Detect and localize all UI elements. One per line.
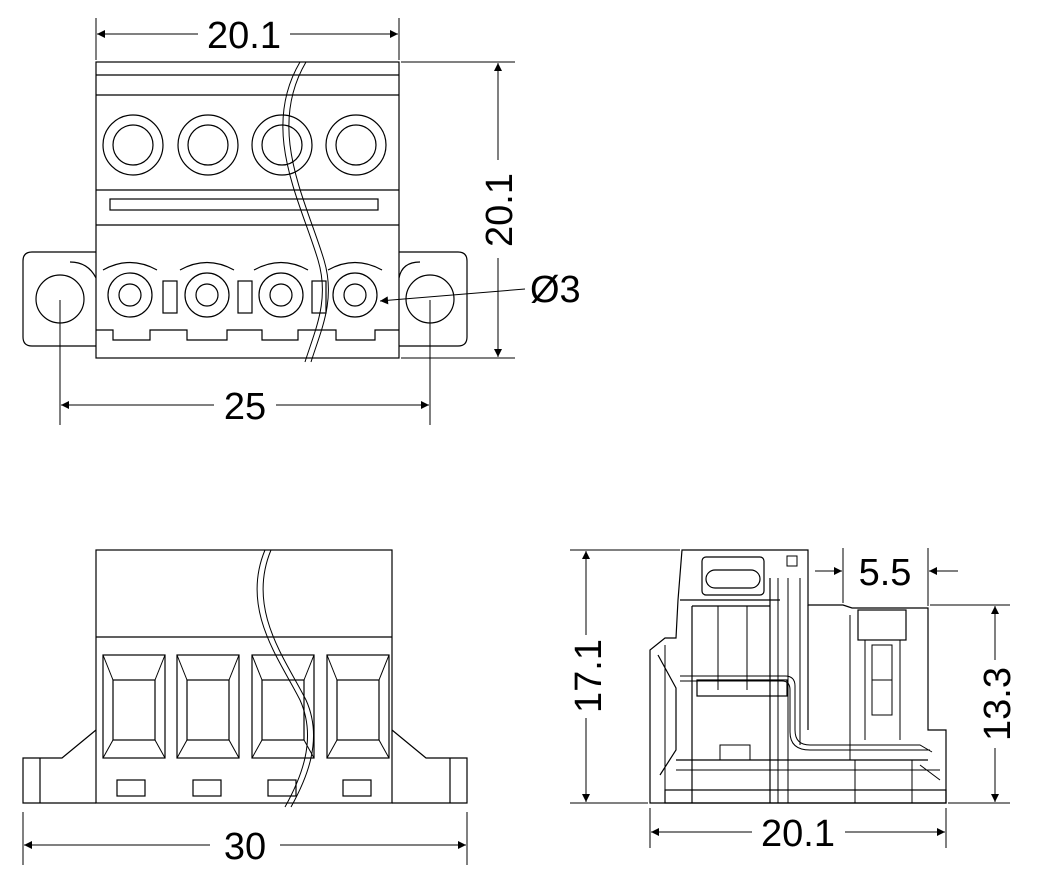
- clamp-screw: [701, 556, 765, 596]
- top-wire: [282, 61, 323, 363]
- side-height-dimension: 17.1: [568, 549, 680, 804]
- side-depth-dimension: 20.1: [649, 808, 947, 855]
- right-height-label: 13.3: [977, 667, 1019, 741]
- side-depth-label: 20.1: [761, 813, 835, 855]
- step-dimension: 5.5: [815, 548, 958, 606]
- right-screw: [857, 609, 907, 641]
- wire-entries: [96, 261, 399, 341]
- front-width-label: 30: [224, 826, 266, 868]
- bottom-slots: [116, 779, 372, 797]
- top-body-outline: [95, 61, 400, 359]
- right-height-dimension: 13.3: [930, 604, 1019, 804]
- hole-diameter-callout: Ø3: [379, 269, 581, 311]
- front-width-dimension: 30: [22, 812, 468, 868]
- mount-spacing-label: 25: [224, 386, 266, 428]
- top-height-dimension: 20.1: [401, 61, 521, 359]
- mount-spacing-dimension: 25: [59, 300, 431, 428]
- terminal-windows: [102, 654, 390, 759]
- top-height-label: 20.1: [479, 173, 521, 247]
- side-height-label: 17.1: [568, 639, 610, 713]
- front-body-outline: [95, 549, 393, 804]
- hole-diameter-label: Ø3: [530, 269, 581, 311]
- front-view: 30: [22, 549, 468, 868]
- top-slot: [109, 198, 379, 211]
- top-width-label: 20.1: [207, 15, 281, 57]
- side-body-outline: [649, 549, 947, 804]
- top-screw-openings: [102, 114, 387, 176]
- front-wire: [256, 549, 308, 808]
- side-view: 17.1 13.3 5.5 20.1: [568, 548, 1019, 855]
- step-label: 5.5: [859, 552, 912, 594]
- top-view: 20.1 20.1 25 Ø3: [22, 15, 581, 428]
- top-width-dimension: 20.1: [95, 15, 400, 60]
